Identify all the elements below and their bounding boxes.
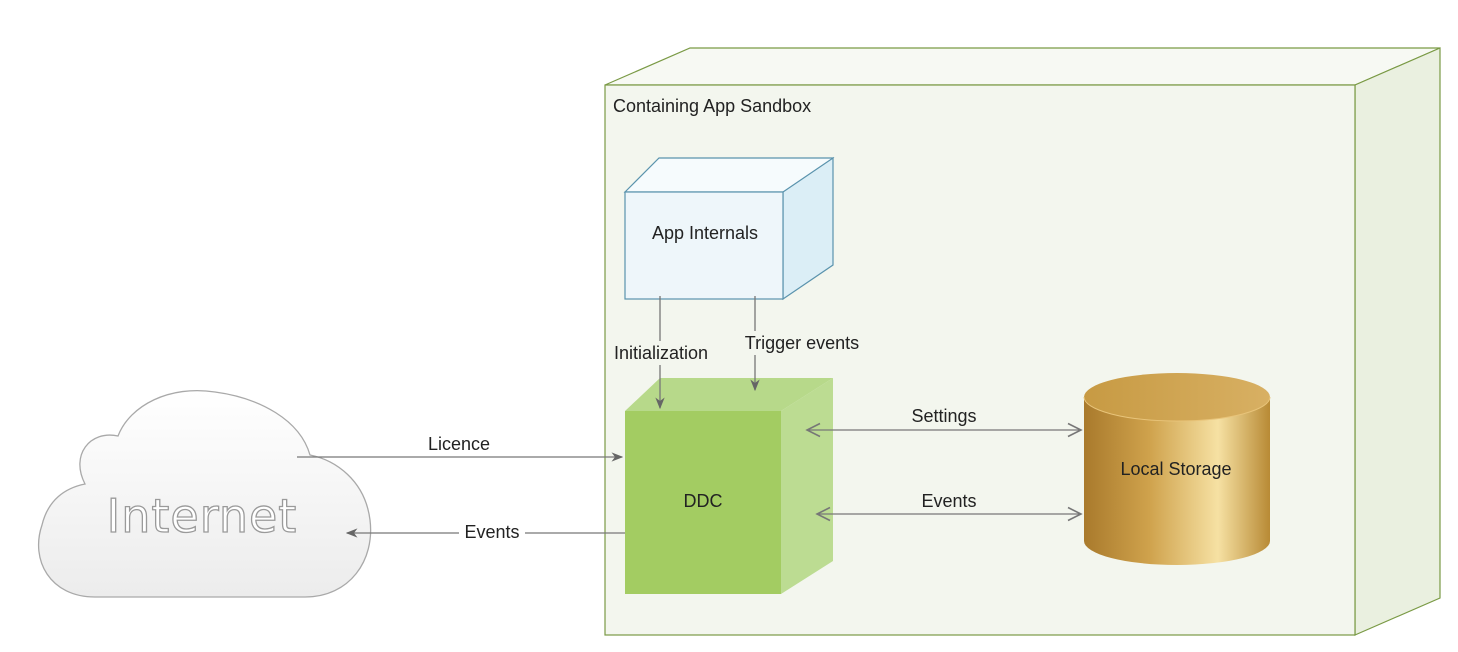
ddc-label: DDC [684,491,723,511]
app-internals-label: App Internals [652,223,758,243]
edge-events-internet-label: Events [464,522,519,542]
internet-cloud: Internet [37,390,372,598]
edge-licence-label: Licence [428,434,490,454]
sandbox-label: Containing App Sandbox [613,96,811,116]
edge-initialization: Initialization [607,296,715,410]
local-storage-node: Local Storage [1083,373,1271,565]
edge-trigger-events: Trigger events [737,296,867,392]
local-storage-label: Local Storage [1120,459,1231,479]
app-internals-node: App Internals [623,156,835,301]
edge-events-internet: Events [345,521,625,545]
edge-settings: Settings [807,406,1081,430]
ddc-node: DDC [625,378,833,594]
edge-trigger-events-label: Trigger events [745,333,859,353]
edge-initialization-label: Initialization [614,343,708,363]
edge-events-storage-label: Events [921,491,976,511]
edge-licence: Licence [297,434,624,462]
internet-label: Internet [107,489,298,543]
edge-events-storage: Events [817,491,1081,514]
edge-settings-label: Settings [911,406,976,426]
